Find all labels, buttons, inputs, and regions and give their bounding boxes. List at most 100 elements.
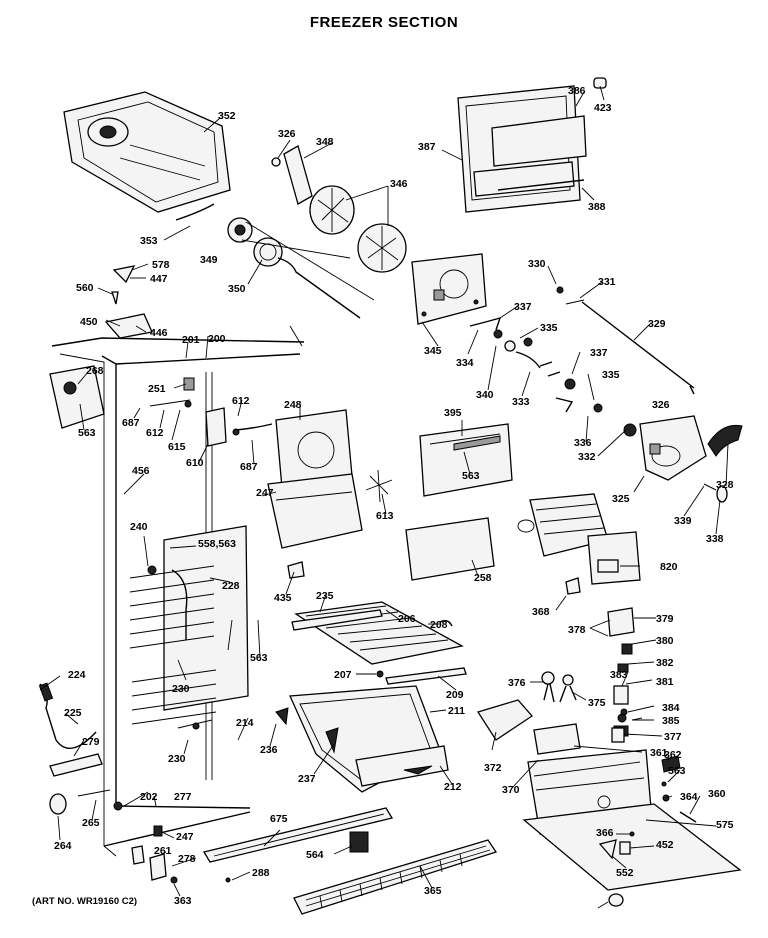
part-label: 366 [596, 827, 614, 839]
part-label: 375 [588, 697, 606, 709]
ice-bucket-drawing [63, 91, 231, 221]
rod-265-drawing [77, 789, 111, 797]
fitting-447-drawing [112, 265, 136, 284]
part-label: 230 [172, 683, 190, 695]
clamp-268-drawing [49, 365, 105, 429]
part-label: 360 [708, 788, 726, 800]
part-label: 384 [662, 702, 680, 714]
part-label: 382 [656, 657, 674, 669]
part-label: 675 [270, 813, 288, 825]
cover-372-drawing [476, 699, 533, 741]
bracket-365-drawing [598, 839, 617, 860]
part-label: 563 [462, 470, 480, 482]
part-label: 337 [514, 301, 532, 313]
part-label: 258 [474, 572, 492, 584]
part-label: 388 [588, 201, 606, 213]
part-label: 326 [652, 399, 670, 411]
part-label: 251 [148, 383, 166, 395]
part-label: 235 [316, 590, 334, 602]
part-label: 368 [532, 606, 550, 618]
part-labels: 352 326 348 346 386 423 387 388 353 349 … [54, 85, 734, 907]
part-label: 456 [132, 465, 150, 477]
part-label: 363 [174, 895, 192, 907]
part-label: 450 [80, 316, 98, 328]
part-label: 612 [146, 427, 164, 439]
motor-plate-drawing [411, 253, 487, 325]
dispenser-door-drawing [457, 77, 607, 213]
part-label: 377 [664, 731, 682, 743]
part-label: 447 [150, 273, 168, 285]
part-label: 381 [656, 676, 674, 688]
thermostat-drawing [149, 377, 273, 447]
spring-339-drawing [703, 483, 717, 491]
motor-325-drawing [639, 415, 743, 481]
part-label: 332 [578, 451, 596, 463]
part-label: 336 [574, 437, 592, 449]
part-label: 687 [240, 461, 258, 473]
screw-560-drawing [111, 291, 119, 305]
bin-drawing [289, 685, 449, 793]
part-label: 380 [656, 635, 674, 647]
rod-329-drawing [556, 286, 695, 395]
part-label: 339 [674, 515, 692, 527]
part-label: 225 [64, 707, 82, 719]
part-label: 208 [430, 619, 448, 631]
clip-435-drawing [287, 561, 305, 579]
part-label: 564 [306, 849, 324, 861]
part-label: 335 [602, 369, 620, 381]
part-label: 202 [140, 791, 158, 803]
part-label: 350 [228, 283, 246, 295]
evaporator-drawing [129, 525, 249, 730]
part-label: 575 [716, 819, 734, 831]
part-label: 376 [508, 677, 526, 689]
part-label: 563 [668, 765, 686, 777]
part-label: 333 [512, 396, 530, 408]
part-label: 386 [568, 85, 586, 97]
part-label: 560 [76, 282, 94, 294]
part-label: 201 [182, 334, 200, 346]
bracket-366-drawing [619, 841, 631, 855]
part-label: 558,563 [198, 538, 236, 550]
part-label: 337 [590, 347, 608, 359]
part-label: 288 [252, 867, 270, 879]
part-label: 563 [78, 427, 96, 439]
part-label: 240 [130, 521, 148, 533]
screw-552-drawing [170, 876, 178, 884]
part-label: 370 [502, 784, 520, 796]
leader-lines [39, 85, 729, 909]
part-label: 279 [82, 736, 100, 748]
part-label: 362 [664, 749, 682, 761]
gear-338-drawing [716, 485, 728, 503]
roller-264-drawing [49, 793, 67, 815]
spring-364-drawing [679, 811, 697, 823]
clip-348-drawing [283, 145, 313, 205]
part-label: 612 [232, 395, 250, 407]
part-label: 325 [612, 493, 630, 505]
part-label: 278 [178, 853, 196, 865]
part-label: 326 [278, 128, 296, 140]
part-label: 435 [274, 592, 292, 604]
part-label: 247 [256, 487, 274, 499]
part-label: 613 [376, 510, 394, 522]
part-label: 248 [284, 399, 302, 411]
part-label: 329 [648, 318, 666, 330]
part-label: 207 [334, 669, 352, 681]
part-label: 334 [456, 357, 474, 369]
linkage-drawing [469, 316, 637, 437]
part-label: 385 [662, 715, 680, 727]
channel-279-drawing [49, 753, 103, 777]
part-label: 452 [656, 839, 674, 851]
part-label: 236 [260, 744, 278, 756]
part-label: 395 [444, 407, 462, 419]
part-label: 277 [174, 791, 192, 803]
grille-288-drawing [293, 839, 498, 915]
part-label: 610 [186, 457, 204, 469]
part-label: 365 [424, 885, 442, 897]
part-label: 353 [140, 235, 158, 247]
part-label: 211 [448, 705, 465, 717]
part-label: 224 [68, 669, 86, 681]
bracket-446-drawing [104, 313, 153, 339]
part-label: 383 [610, 669, 628, 681]
part-label: 687 [122, 417, 140, 429]
part-label: 214 [236, 717, 254, 729]
